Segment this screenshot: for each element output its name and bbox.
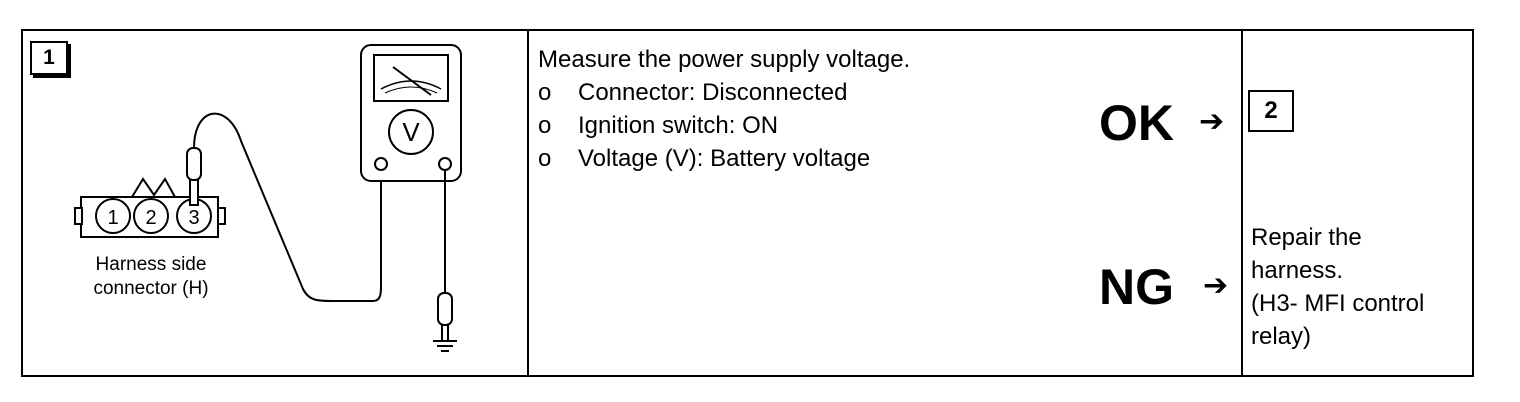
- multimeter-display: [373, 54, 449, 102]
- multimeter-needle: [392, 66, 432, 96]
- instruction-text: Voltage (V): Battery voltage: [578, 145, 871, 172]
- next-step-box[interactable]: 2: [1248, 90, 1294, 132]
- wiring-diagram: 1 2 3 V Harness side connector (H): [74, 44, 462, 352]
- meter-negative-terminal: [438, 157, 452, 171]
- connector-lock-tab: [131, 177, 176, 198]
- instruction-text: Ignition switch: ON: [578, 112, 779, 139]
- ng-action-line: Repair the: [1251, 224, 1362, 251]
- negative-probe-handle: [437, 292, 453, 326]
- pin-3-label: 3: [188, 207, 199, 229]
- instruction-item: o Voltage (V): Battery voltage: [538, 142, 910, 175]
- ok-arrow-icon: ➔: [1199, 105, 1225, 138]
- connector-left-tab: [74, 207, 83, 225]
- instructions: Measure the power supply voltage. o Conn…: [538, 43, 910, 175]
- voltage-symbol: V: [402, 117, 420, 147]
- positive-lead-wire: [193, 112, 382, 302]
- instruction-bullet: o: [538, 79, 552, 106]
- step-number: 1: [30, 41, 68, 75]
- pin-2-circle: [133, 198, 169, 234]
- instruction-bullet: o: [538, 145, 552, 172]
- ng-arrow-icon: ➔: [1203, 269, 1229, 302]
- ok-label: OK: [1099, 95, 1174, 151]
- meter-positive-terminal: [374, 157, 388, 171]
- column-divider-right: [1241, 31, 1243, 375]
- positive-probe-handle: [186, 147, 202, 181]
- instruction-text: Connector: Disconnected: [578, 79, 848, 106]
- ng-action-line: (H3- MFI control: [1251, 290, 1425, 317]
- column-divider-left: [527, 31, 529, 375]
- ng-action-line: harness.: [1251, 257, 1344, 284]
- connector-right-tab: [217, 207, 226, 225]
- connector-label-line1: Harness side: [96, 254, 207, 275]
- instruction-bullet: o: [538, 112, 552, 139]
- pin-1-label: 1: [107, 207, 118, 229]
- ng-action-line: relay): [1251, 323, 1312, 350]
- instructions-title: Measure the power supply voltage.: [538, 46, 911, 73]
- instruction-item: o Ignition switch: ON: [538, 109, 910, 142]
- procedure-table: 1 1 2 3 V: [21, 29, 1474, 377]
- voltage-symbol-circle: [388, 109, 434, 155]
- ng-action: Repair the harness. (H3- MFI control rel…: [1251, 221, 1471, 353]
- positive-probe-tip: [189, 178, 199, 206]
- ng-label: NG: [1099, 259, 1174, 315]
- instruction-item: o Connector: Disconnected: [538, 76, 910, 109]
- pin-2-label: 2: [145, 207, 156, 229]
- connector-label-line2: connector (H): [93, 278, 208, 299]
- pin-1-circle: [95, 198, 131, 234]
